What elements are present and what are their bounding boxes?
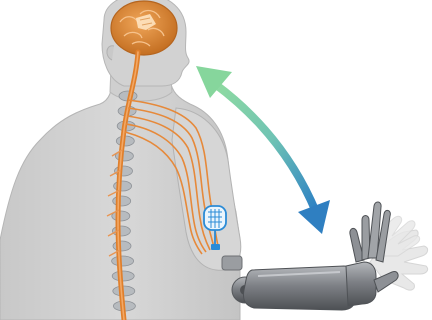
vertebra (112, 256, 134, 266)
vertebra (113, 241, 131, 251)
vertebra (113, 196, 131, 206)
prosthetic-arm-icon (243, 266, 356, 310)
vertebra (112, 271, 134, 281)
vertebra (112, 226, 130, 236)
brain-icon (111, 1, 177, 55)
